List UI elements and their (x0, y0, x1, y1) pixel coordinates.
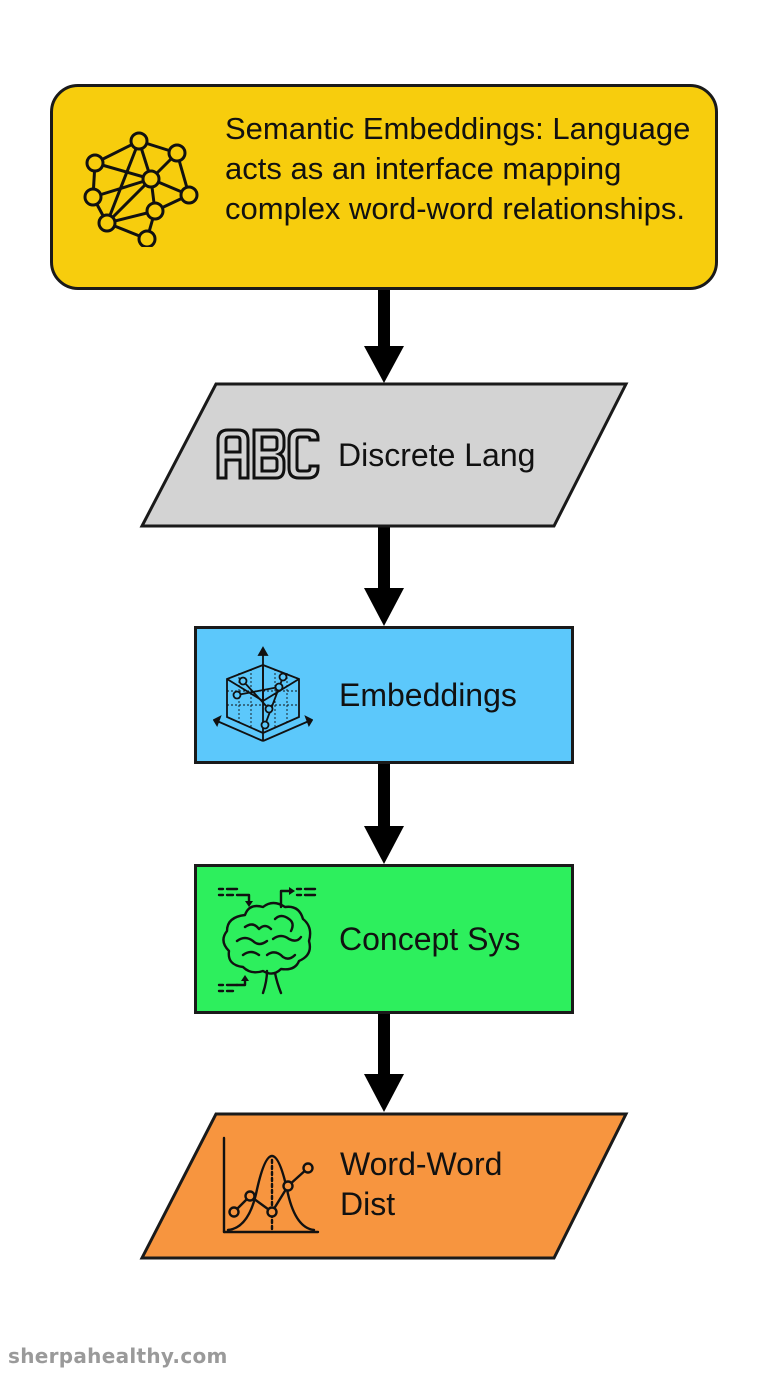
word-word-dist-label-line2: Dist (340, 1186, 396, 1222)
arrow-title-to-discrete (364, 290, 404, 383)
parallelogram-shape (139, 382, 629, 528)
embeddings-node: Embeddings (194, 626, 574, 764)
word-word-dist-node: Word-Word Dist (138, 1112, 630, 1260)
network-graph-icon (83, 131, 199, 247)
title-node: Semantic Embeddings: Language acts as an… (50, 84, 718, 290)
word-word-dist-label: Word-Word Dist (340, 1144, 540, 1224)
concept-sys-node: Concept Sys (194, 864, 574, 1014)
word-word-dist-label-line1: Word-Word (340, 1146, 503, 1182)
3d-vector-space-icon (213, 646, 313, 742)
title-text: Semantic Embeddings: Language acts as an… (225, 111, 691, 226)
arrow-discrete-to-embeddings (364, 526, 404, 626)
watermark: sherpahealthy.com (8, 1344, 228, 1368)
brain-icon (217, 887, 317, 995)
discrete-lang-node: Discrete Lang (138, 382, 630, 528)
distribution-curve-icon (222, 1136, 320, 1234)
parallelogram-shape (139, 1112, 629, 1260)
abc-letters-icon (216, 428, 320, 480)
arrow-embeddings-to-concept (364, 764, 404, 864)
arrow-concept-to-worddist (364, 1014, 404, 1112)
embeddings-label: Embeddings (339, 677, 517, 713)
discrete-lang-label: Discrete Lang (338, 437, 536, 473)
concept-sys-label: Concept Sys (339, 921, 521, 957)
